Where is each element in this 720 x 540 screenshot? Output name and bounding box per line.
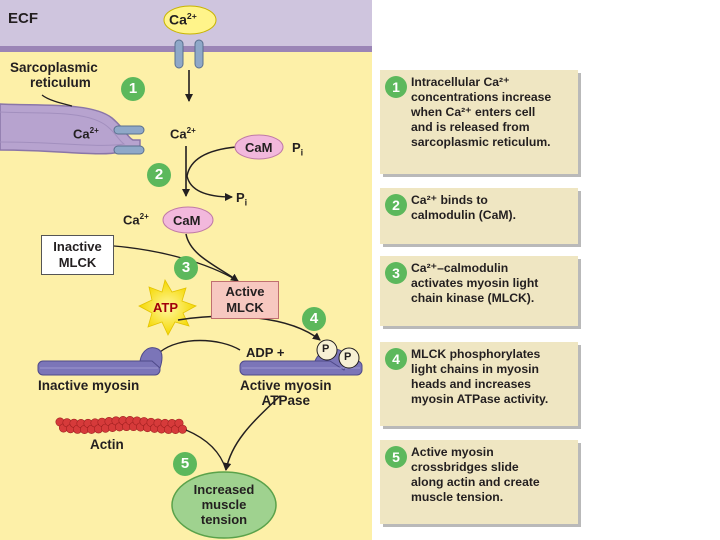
ecf-calcium-label: Ca2+ xyxy=(169,11,197,28)
step-card-1: 1 Intracellular Ca²⁺ concentrations incr… xyxy=(380,70,578,174)
step-card-1-text: Intracellular Ca²⁺ concentrations increa… xyxy=(411,75,552,149)
diagram-step-4-badge: 4 xyxy=(302,307,326,331)
result-line2: muscle xyxy=(201,497,247,512)
phosphate-2-label: P xyxy=(344,351,352,363)
step-card-1-badge: 1 xyxy=(385,76,407,98)
atp-to-adp-arrow xyxy=(159,339,241,353)
pi-release-arrow xyxy=(186,175,233,201)
active-mlck-line1: Active xyxy=(225,284,265,299)
sr-pointer-line xyxy=(41,94,73,107)
calcium-channel-sr xyxy=(113,125,145,155)
step-card-4: 4 MLCK phosphorylates light chains in my… xyxy=(380,342,578,426)
inactive-mlck-line1: Inactive xyxy=(53,239,102,254)
phosphate-circle-2 xyxy=(338,347,360,369)
cell-membrane xyxy=(0,46,372,52)
active-myosin-line2: ATPase xyxy=(261,393,311,408)
adp-label: ADP + xyxy=(246,345,285,360)
actin-to-tension-curve xyxy=(185,429,227,471)
calmodulin-ellipse xyxy=(234,134,284,160)
active-mlck-box: Active MLCK xyxy=(211,281,279,319)
step-card-5-badge: 5 xyxy=(385,446,407,468)
active-myosin-line1: Active myosin xyxy=(240,378,332,393)
actin-filament xyxy=(55,416,188,434)
actin-label: Actin xyxy=(90,437,124,452)
atp-burst xyxy=(138,278,197,336)
ecf-calcium-ellipse xyxy=(163,5,217,35)
phosphate-circle-1 xyxy=(316,339,338,361)
phosphate-1-label: P xyxy=(322,343,330,355)
cytosol-calcium-label: Ca2+ xyxy=(170,126,196,142)
complex-calcium-label: Ca2+ xyxy=(123,212,149,228)
sr-label-line1: Sarcoplasmic xyxy=(10,60,98,75)
inactive-mlck-line2: MLCK xyxy=(58,255,97,270)
tension-arrow xyxy=(223,395,281,471)
inactive-myosin-glyph xyxy=(37,347,163,376)
released-pi-label: Pi xyxy=(236,190,248,208)
ion-charge-text: 2+ xyxy=(186,11,197,21)
step-card-3-text: Ca²⁺–calmodulin activates myosin light c… xyxy=(411,261,539,305)
sr-label: Sarcoplasmic reticulum xyxy=(10,60,98,90)
active-myosin-label: Active myosin ATPase xyxy=(240,378,332,408)
step-card-2: 2 Ca²⁺ binds to calmodulin (CaM). xyxy=(380,188,578,244)
inactive-mlck-box: Inactive MLCK xyxy=(41,235,114,275)
cam-joining-curve xyxy=(186,146,237,177)
sr-calcium-left-label: Ca2+ xyxy=(73,126,99,142)
calmodulin-pi-label: Pi xyxy=(292,140,304,158)
diagram-step-2-badge: 2 xyxy=(147,163,171,187)
calmodulin-label: CaM xyxy=(245,140,273,155)
diagram-step-3-badge: 3 xyxy=(174,256,198,280)
step-card-4-badge: 4 xyxy=(385,348,407,370)
step-card-3-badge: 3 xyxy=(385,262,407,284)
sarcoplasmic-reticulum xyxy=(0,103,141,155)
step-card-2-badge: 2 xyxy=(385,194,407,216)
sr-label-line2: reticulum xyxy=(30,75,91,90)
step-card-5-text: Active myosin crossbridges slide along a… xyxy=(411,445,540,504)
result-line3: tension xyxy=(200,512,248,527)
step-card-2-text: Ca²⁺ binds to calmodulin (CaM). xyxy=(411,193,516,222)
complex-cam-label: CaM xyxy=(173,213,201,228)
step-card-5: 5 Active myosin crossbridges slide along… xyxy=(380,440,578,524)
result-line1: Increased xyxy=(193,482,255,497)
calcium-channel-membrane xyxy=(174,39,204,69)
diagram-step-1-badge: 1 xyxy=(121,77,145,101)
step-card-4-text: MLCK phosphorylates light chains in myos… xyxy=(411,347,549,406)
atp-label: ATP xyxy=(153,300,179,315)
result-text: Increased muscle tension xyxy=(172,482,276,527)
ca-calmodulin-ellipse xyxy=(162,206,214,234)
actin-bead xyxy=(178,424,188,434)
active-mlck-line2: MLCK xyxy=(226,300,264,315)
diagram-step-5-badge: 5 xyxy=(173,452,197,476)
inactive-myosin-label: Inactive myosin xyxy=(38,378,140,393)
result-ellipse xyxy=(171,471,277,539)
ion-base-text: Ca xyxy=(169,11,187,28)
ecf-label: ECF xyxy=(8,10,38,27)
step-card-3: 3 Ca²⁺–calmodulin activates myosin light… xyxy=(380,256,578,326)
